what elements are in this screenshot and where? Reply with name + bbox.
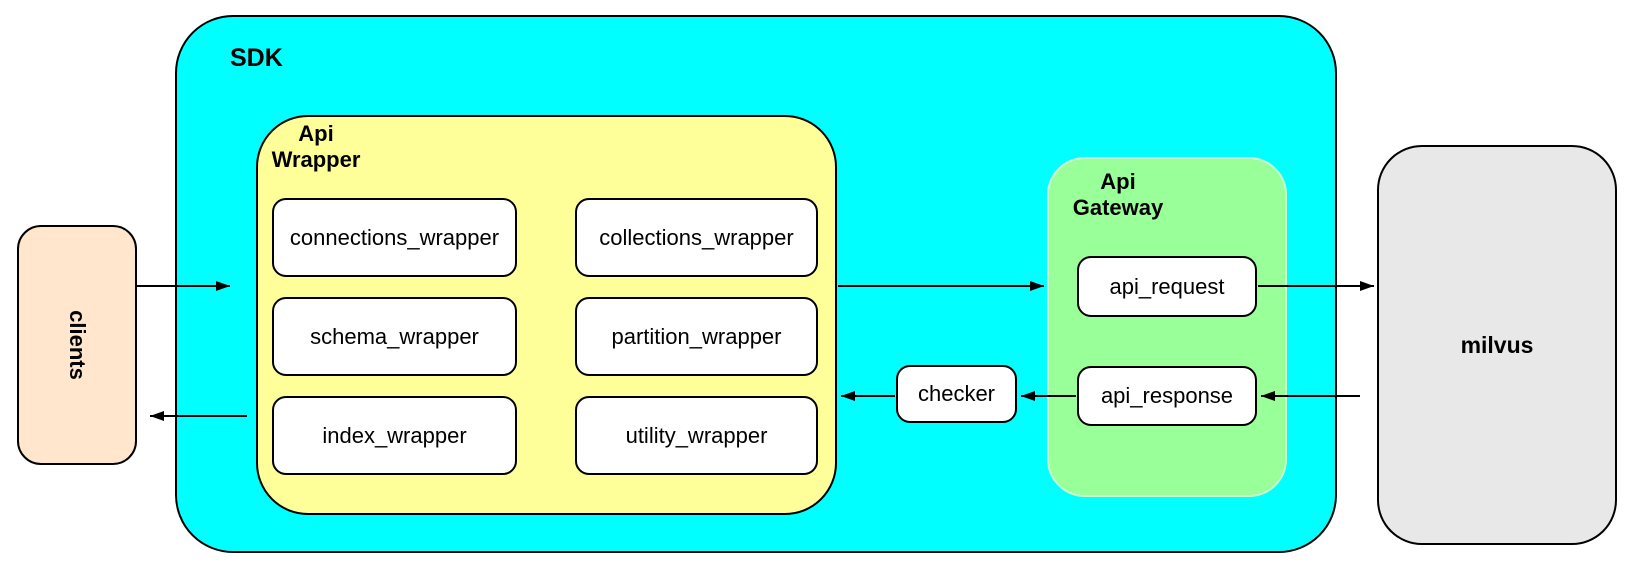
api-gateway-label-line2: Gateway xyxy=(1072,195,1164,220)
api-wrapper-label-line2: Wrapper xyxy=(271,147,361,172)
sdk-label: SDK xyxy=(230,44,283,72)
api-wrapper-label: Api Wrapper xyxy=(268,121,364,173)
wrapper-box-collections: collections_wrapper xyxy=(575,198,818,277)
clients-label: clients xyxy=(65,310,90,380)
api-gateway-container: Api Gateway xyxy=(1047,157,1287,497)
wrapper-box-partition: partition_wrapper xyxy=(575,297,818,376)
api-response-box: api_response xyxy=(1077,366,1257,426)
wrapper-box-utility: utility_wrapper xyxy=(575,396,818,475)
api-gateway-label-line1: Api xyxy=(1100,169,1136,194)
checker-box: checker xyxy=(896,365,1017,423)
wrapper-box-index: index_wrapper xyxy=(272,396,517,475)
milvus-node: milvus xyxy=(1377,145,1617,545)
api-wrapper-label-line1: Api xyxy=(298,121,334,146)
api-gateway-label: Api Gateway xyxy=(1070,169,1166,221)
wrapper-box-schema: schema_wrapper xyxy=(272,297,517,376)
wrapper-box-connections: connections_wrapper xyxy=(272,198,517,277)
clients-node: clients xyxy=(17,225,137,465)
api-request-box: api_request xyxy=(1077,256,1257,317)
